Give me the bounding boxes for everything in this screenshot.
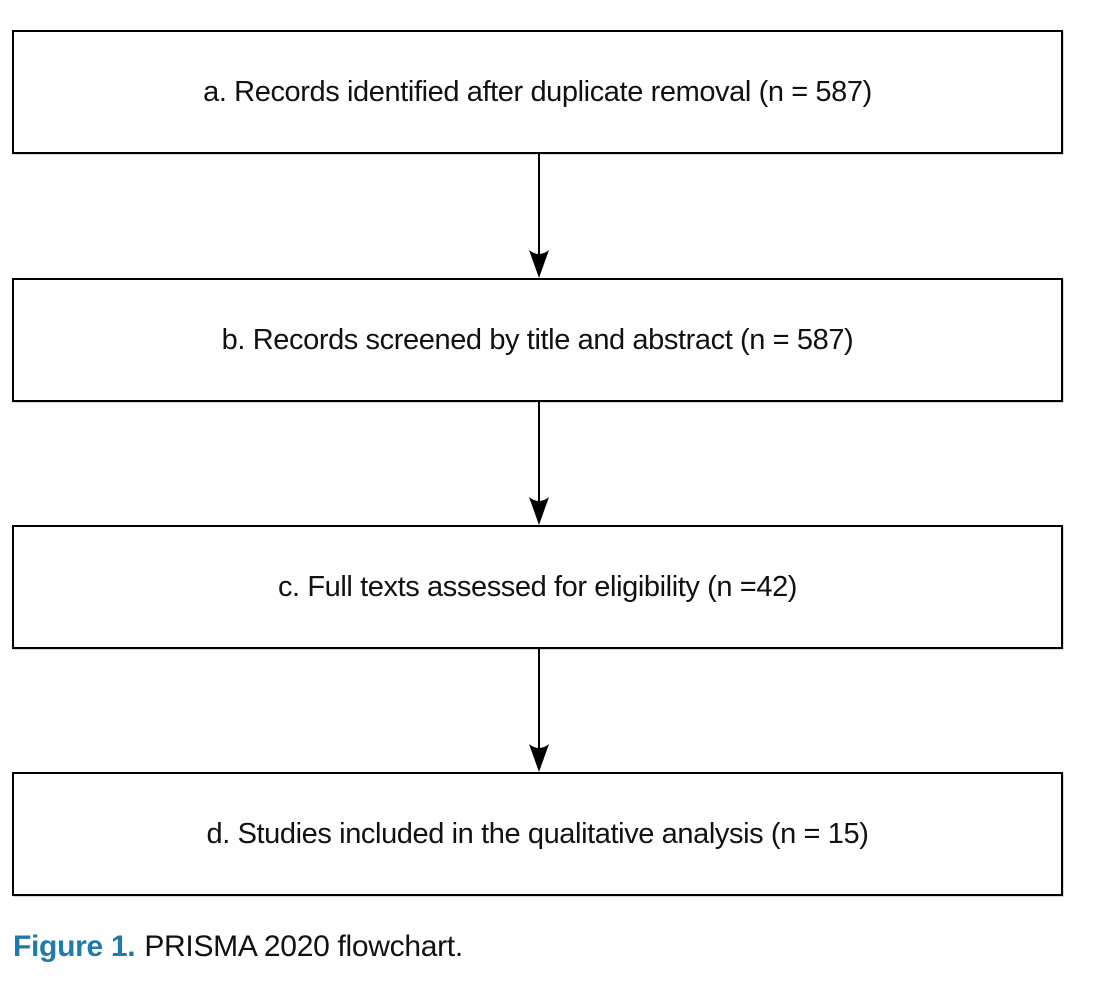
figure-caption-text: PRISMA 2020 flowchart. xyxy=(144,930,463,963)
flow-box-label: c. Full texts assessed for eligibility (… xyxy=(277,570,798,603)
down-arrow-icon xyxy=(529,648,549,772)
down-arrow-icon xyxy=(529,401,549,525)
flow-box-label: b. Records screened by title and abstrac… xyxy=(221,323,854,356)
flow-box-records-screened: b. Records screened by title and abstrac… xyxy=(12,278,1063,402)
flow-box-label: a. Records identified after duplicate re… xyxy=(203,75,872,108)
down-arrow-icon xyxy=(529,154,549,278)
flow-box-studies-included: d. Studies included in the qualitative a… xyxy=(12,772,1063,896)
flow-box-fulltexts-assessed: c. Full texts assessed for eligibility (… xyxy=(12,525,1063,649)
flow-box-label: d. Studies included in the qualitative a… xyxy=(206,817,869,850)
flow-box-records-identified: a. Records identified after duplicate re… xyxy=(12,30,1063,154)
figure-caption: Figure 1.PRISMA 2020 flowchart. xyxy=(13,930,463,964)
figure-caption-label: Figure 1. xyxy=(13,930,136,963)
